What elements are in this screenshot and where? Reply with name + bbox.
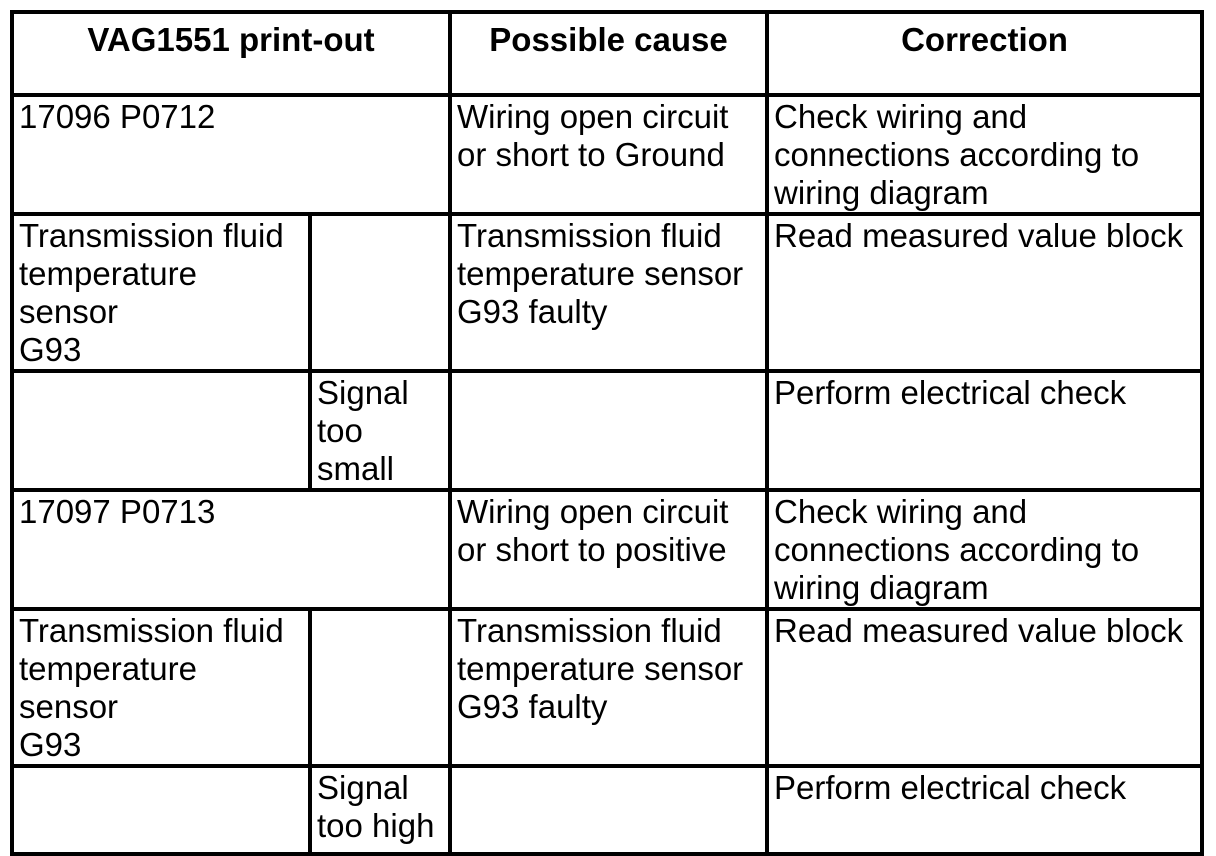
cell-correction-read-measured-value-block-2: Read measured value block (765, 607, 1205, 768)
table-row-dtc-17097: 17097 P0713 Wiring open circuit or short… (9, 488, 1205, 611)
cell-signal-too-high: Signal too high (307, 764, 453, 856)
header-possible-cause: Possible cause (448, 10, 770, 97)
cell-correction-perform-electrical-check: Perform electrical check (765, 369, 1205, 492)
cell-cause-open-circuit-short-ground: Wiring open circuit or short to Ground (448, 93, 770, 216)
cell-correction-check-wiring-2: Check wiring and connections according t… (765, 488, 1205, 611)
cell-cause-open-circuit-short-positive: Wiring open circuit or short to positive (448, 488, 770, 611)
cell-cause-g93-faulty: Transmission fluid temperature sensor G9… (448, 212, 770, 373)
table-row-component-g93: Transmission fluid temperature sensor G9… (10, 212, 1205, 373)
table-row-dtc-17096: 17096 P0712 Wiring open circuit or short… (9, 93, 1205, 216)
cell-correction-read-measured-value-block: Read measured value block (765, 212, 1205, 373)
cell-blank-signal-2 (307, 607, 453, 768)
cell-blank-cause (448, 369, 770, 492)
table-row-signal-too-high: Signal too high Perform electrical check (10, 764, 1205, 856)
header-correction: Correction (765, 10, 1205, 97)
cell-correction-check-wiring: Check wiring and connections according t… (765, 93, 1205, 216)
cell-cause-g93-faulty-2: Transmission fluid temperature sensor G9… (448, 607, 770, 768)
cell-component-g93: Transmission fluid temperature sensor G9… (10, 212, 312, 373)
table-header-row: VAG1551 print-out Possible cause Correct… (9, 10, 1205, 97)
cell-blank-component (10, 369, 312, 492)
cell-component-g93-2: Transmission fluid temperature sensor G9… (10, 607, 312, 768)
cell-blank-cause-2 (448, 764, 770, 856)
diagnostic-trouble-code-table: VAG1551 print-out Possible cause Correct… (9, 10, 1205, 856)
cell-signal-too-small: Signal too small (307, 369, 453, 492)
header-vag1551-printout: VAG1551 print-out (9, 10, 453, 97)
cell-dtc-code-17097-p0713: 17097 P0713 (9, 488, 453, 611)
table-row-component-g93-2: Transmission fluid temperature sensor G9… (10, 607, 1205, 768)
cell-correction-perform-electrical-check-2: Perform electrical check (765, 764, 1205, 856)
cell-dtc-code-17096-p0712: 17096 P0712 (9, 93, 453, 216)
cell-blank-component-2 (10, 764, 312, 856)
table-row-signal-too-small: Signal too small Perform electrical chec… (10, 369, 1205, 492)
cell-blank-signal (307, 212, 453, 373)
